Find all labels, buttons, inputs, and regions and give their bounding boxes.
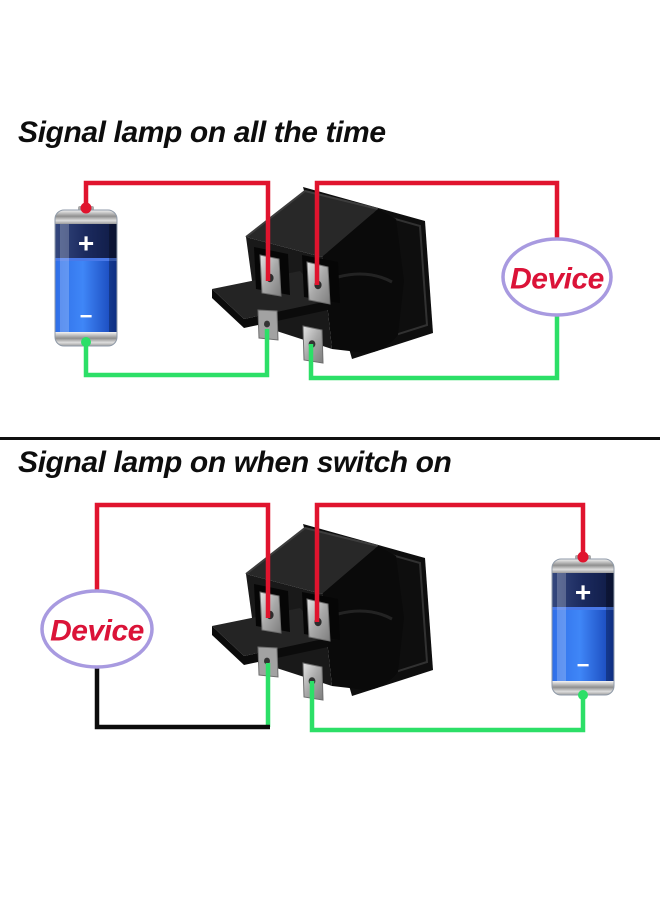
rocker-switch-top (210, 185, 435, 365)
battery-plus-label: + (78, 228, 94, 259)
rocker-switch-bottom (210, 522, 435, 702)
device-oval-bottom: Device (40, 589, 154, 669)
wire-red-battery-to-terminal1 (83, 180, 271, 281)
battery-positive-dot (80, 202, 92, 214)
section-title-bottom: Signal lamp on when switch on (18, 446, 452, 479)
battery-positive-dot (577, 551, 589, 563)
battery-minus-label: − (577, 653, 590, 678)
battery-negative-dot (81, 337, 91, 347)
wire-green-terminal4-to-battery (309, 681, 586, 733)
wire-black-device-to-terminal3 (94, 666, 270, 730)
section-divider (0, 437, 660, 440)
wire-red-terminal2-to-battery (314, 502, 586, 622)
wire-red-device-to-terminal1 (94, 502, 271, 618)
device-label: Device (50, 615, 144, 648)
section-title-top: Signal lamp on all the time (18, 116, 386, 149)
device-oval-border (40, 589, 154, 669)
battery-minus-label: − (80, 304, 93, 329)
battery-negative-dot (578, 690, 588, 700)
wire-green-terminal4-to-device (308, 316, 560, 381)
device-oval-border (501, 237, 613, 317)
battery-plus-label: + (575, 577, 591, 608)
device-label: Device (510, 263, 604, 296)
wire-green-battery-to-terminal3 (83, 329, 270, 378)
wire-red-terminal2-to-device (314, 180, 560, 285)
device-oval-top: Device (501, 237, 613, 317)
